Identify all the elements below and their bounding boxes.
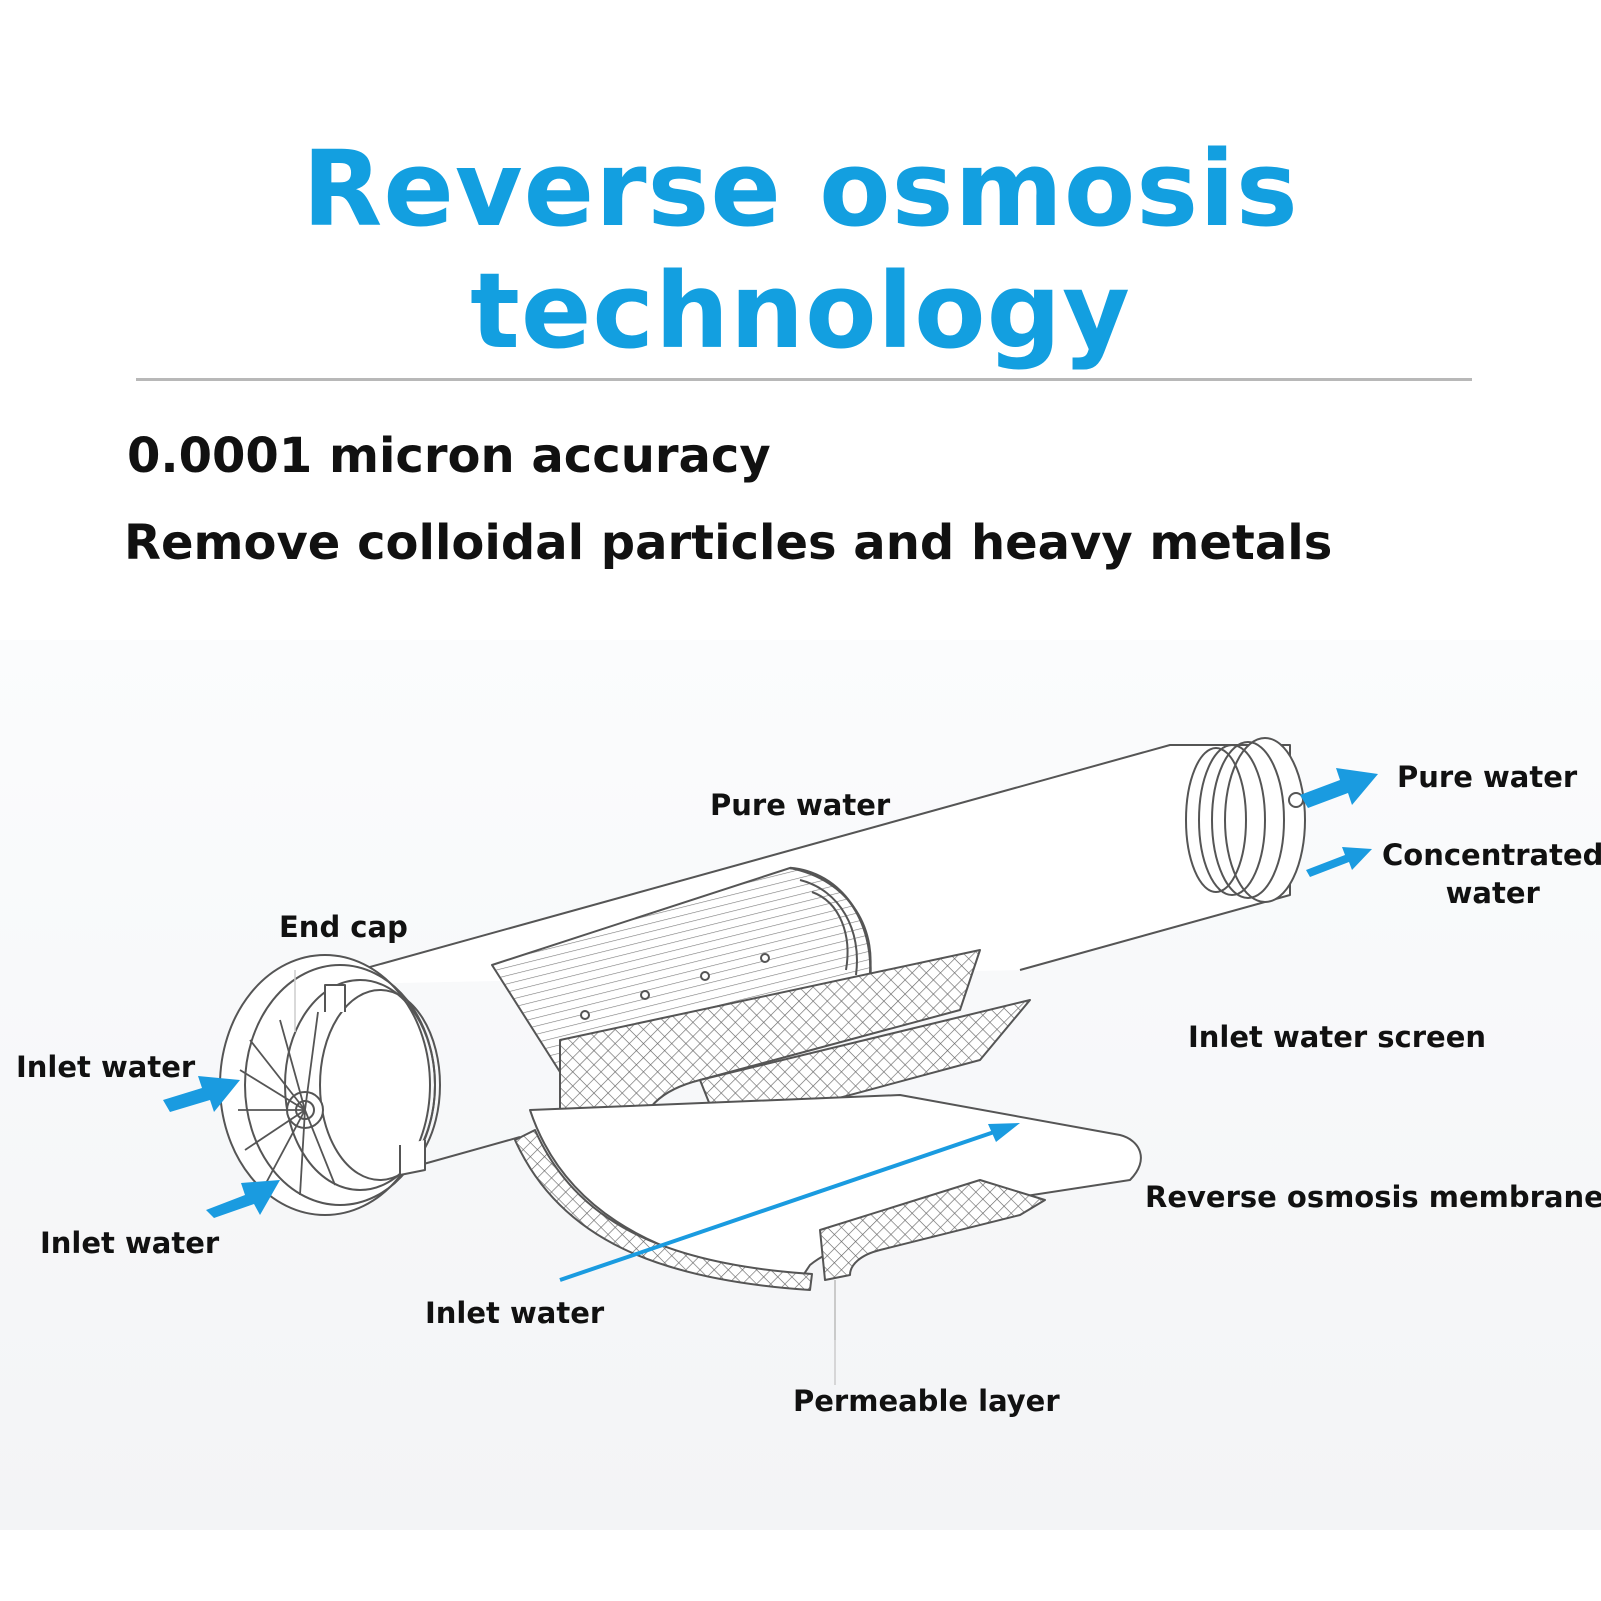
flow-arrow-icon	[1300, 768, 1378, 808]
label-inlet-water-left-bottom: Inlet water	[40, 1226, 220, 1260]
label-inlet-water-left-top: Inlet water	[16, 1050, 196, 1084]
label-pure-water-tube: Pure water	[710, 788, 891, 822]
flow-arrow-icon	[1306, 847, 1372, 877]
end-cap-spokes	[238, 1011, 336, 1196]
flow-arrow-icon	[163, 1076, 240, 1112]
label-reverse-osmosis-membrane: Reverse osmosis membrane	[1145, 1180, 1601, 1214]
flow-arrows	[163, 768, 1378, 1218]
ro-membrane-diagram	[163, 737, 1378, 1385]
accuracy-text: 0.0001 micron accuracy	[127, 428, 771, 484]
divider-line	[136, 378, 1472, 381]
label-concentrated-water: Concentrated water	[1382, 838, 1601, 910]
page-title: Reverse osmosis technology	[302, 128, 1299, 372]
label-inlet-water-center: Inlet water	[425, 1296, 605, 1330]
tube-shell-lower	[419, 1136, 521, 1166]
permeable-layer	[819, 1179, 1046, 1281]
flow-arrow-icon	[206, 1180, 280, 1218]
label-permeable-layer: Permeable layer	[793, 1384, 1060, 1418]
label-end-cap: End cap	[279, 910, 408, 944]
label-inlet-water-screen: Inlet water screen	[1188, 1020, 1487, 1054]
removal-text: Remove colloidal particles and heavy met…	[124, 515, 1333, 571]
flow-arrow-icon	[559, 1123, 1020, 1282]
tube-shell	[304, 744, 1291, 986]
label-pure-water-outlet: Pure water	[1397, 760, 1578, 794]
